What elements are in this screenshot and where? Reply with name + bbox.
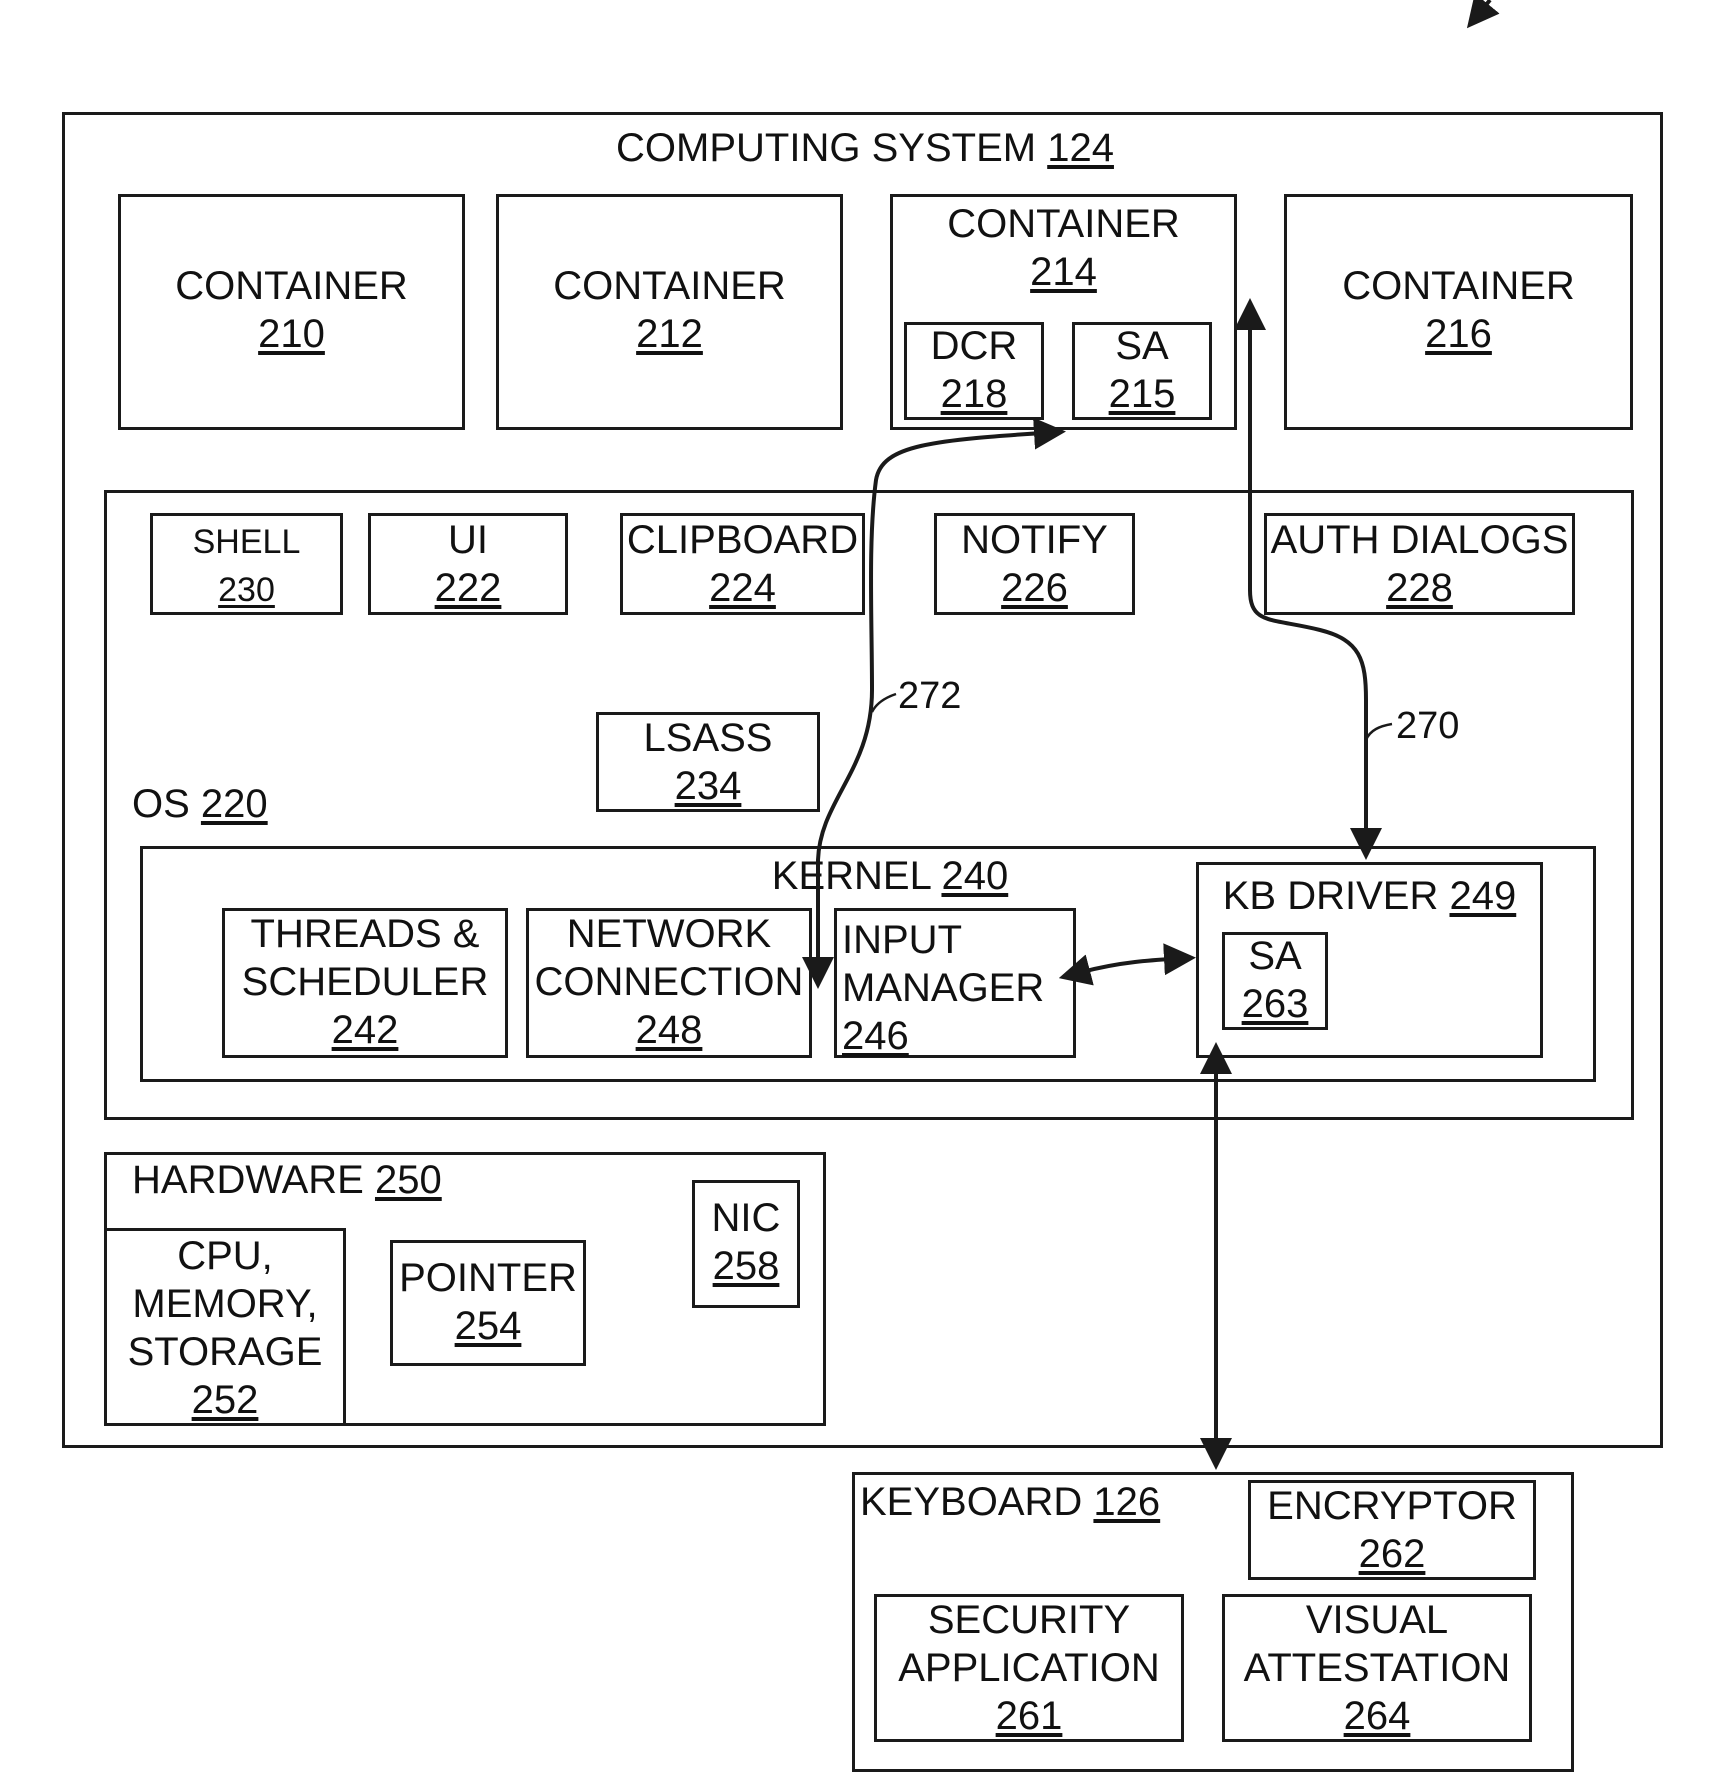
- path-272-ref: 272: [898, 675, 961, 717]
- path-272-leader: [872, 694, 896, 712]
- top-right-pointer: [1472, 0, 1490, 22]
- path-270-leader: [1366, 724, 1392, 740]
- path-270-ref: 270: [1396, 705, 1459, 747]
- input-kb-link: [1082, 958, 1188, 972]
- path-270-line: [1250, 322, 1366, 852]
